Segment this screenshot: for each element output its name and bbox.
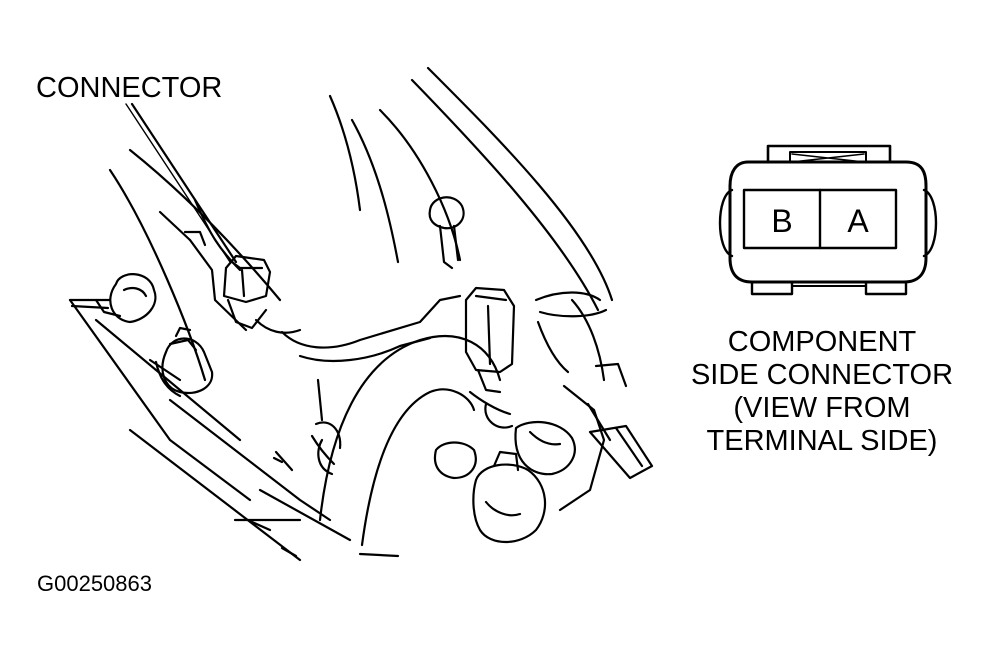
bracket bbox=[188, 238, 248, 332]
front-pipe bbox=[317, 335, 502, 547]
connector-label: CONNECTOR bbox=[36, 72, 223, 104]
connector-lock-tab bbox=[766, 144, 892, 164]
connector-caption: COMPONENT SIDE CONNECTOR (VIEW FROM TERM… bbox=[676, 326, 968, 458]
terminal-a: A bbox=[847, 203, 869, 239]
upper-bolt bbox=[428, 196, 465, 270]
terminal-b: B bbox=[771, 203, 792, 239]
engine-compartment-drawing bbox=[68, 66, 654, 562]
lower-clamps bbox=[433, 421, 576, 543]
connector-face-diagram: B A bbox=[718, 144, 938, 296]
manifold-outline bbox=[280, 294, 462, 349]
caption-line-3: (VIEW FROM bbox=[733, 392, 911, 424]
pipe-stub bbox=[588, 424, 654, 480]
caption-line-4: TERMINAL SIDE) bbox=[706, 425, 938, 457]
figure-code: G00250863 bbox=[37, 571, 152, 596]
left-bolt bbox=[68, 273, 157, 324]
caption-line-1: COMPONENT bbox=[727, 326, 917, 358]
caption-line-2: SIDE CONNECTOR bbox=[690, 359, 954, 391]
connector-bottom-latch bbox=[750, 280, 794, 296]
connector-leader-line bbox=[130, 102, 238, 264]
pointed-connector bbox=[222, 254, 302, 334]
connector-housing bbox=[728, 160, 928, 284]
mid-connector bbox=[464, 286, 516, 429]
lower-left-boss bbox=[154, 326, 214, 398]
upper-harness bbox=[410, 78, 600, 312]
right-hose bbox=[534, 291, 628, 512]
